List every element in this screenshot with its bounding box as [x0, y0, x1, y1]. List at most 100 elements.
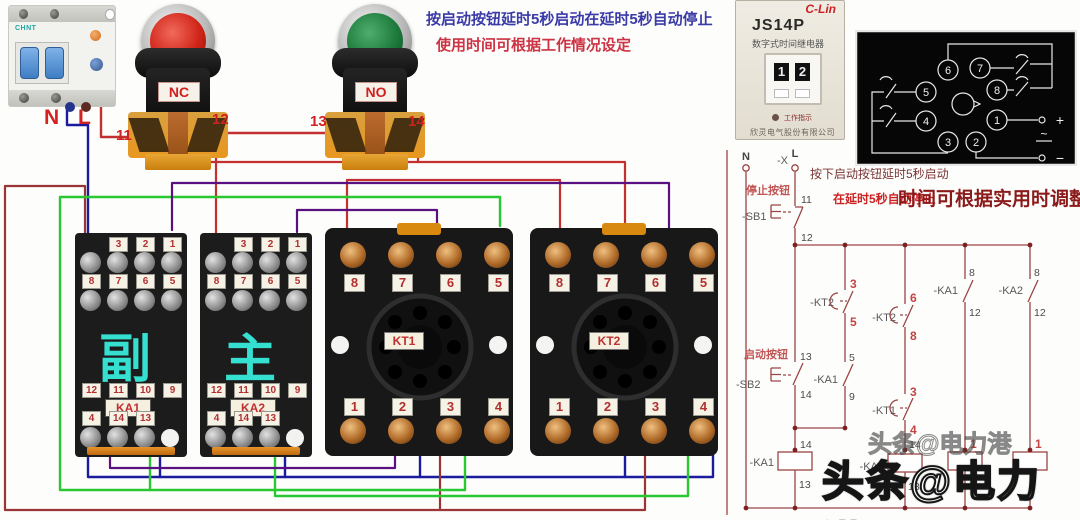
- screw-terminal: [259, 252, 280, 273]
- ka1b-terminal-8: 8: [969, 267, 975, 279]
- screw-terminal: [161, 252, 182, 273]
- ka1-contact-terminal-5: 5: [849, 352, 855, 364]
- screw-icon: [19, 9, 28, 19]
- ka1-coil-terminal-13: 13: [799, 479, 811, 491]
- ladder-schematic: N L -X 按下启动按钮延时5秒启动 停止按钮 在延时5秒自动停止 时间可根据…: [726, 148, 1080, 515]
- ka1-coil-label: -KA1: [750, 457, 774, 469]
- screw-terminal: [232, 290, 253, 311]
- kt1-coil-terminal-1: 1: [970, 437, 977, 451]
- sb2-label: -SB2: [736, 379, 760, 391]
- screw-terminal: [107, 427, 128, 448]
- kt1-terminal: 1: [344, 398, 365, 416]
- work-indicator-led: [772, 114, 779, 121]
- kt1-terminal: 4: [488, 398, 509, 416]
- ka2-terminal: 2: [261, 237, 280, 252]
- screw-terminal: [80, 252, 101, 273]
- sb1-label: -SB1: [742, 211, 766, 223]
- screw-terminal: [388, 418, 414, 444]
- label-l: L: [78, 106, 91, 129]
- watermark-echo: 头条@电力港: [867, 431, 1012, 459]
- screw-terminal: [286, 290, 307, 311]
- mount-hole: [536, 336, 554, 354]
- ka2-terminal: 13: [261, 411, 280, 426]
- screw-terminal: [134, 427, 155, 448]
- start-button-label: 启动按钮: [744, 347, 788, 361]
- screw-terminal: [436, 418, 462, 444]
- screw-terminal: [80, 427, 101, 448]
- screw-terminal: [436, 242, 462, 268]
- minus-mark: −: [1056, 150, 1064, 166]
- timer-digit-window: 1 2: [764, 53, 822, 105]
- breaker-window: [104, 8, 115, 20]
- ka1-terminal: 7: [109, 274, 128, 289]
- terminal-12: 12: [212, 111, 229, 128]
- pin-6: 6: [945, 65, 951, 77]
- pin-2: 2: [973, 137, 979, 149]
- screw-terminal: [259, 427, 280, 448]
- ka1-terminal: 14: [109, 411, 128, 426]
- sb1-terminal-11: 11: [801, 194, 812, 206]
- annotation-line1: 按启动按钮延时5秒启动在延时5秒自动停止: [426, 11, 713, 28]
- ka1-terminal: 12: [82, 383, 101, 398]
- timer-digit-2: 2: [795, 63, 810, 81]
- ka2-terminal: 4: [207, 411, 226, 426]
- stop-button-nc: NC: [128, 2, 228, 174]
- mount-hole: [694, 336, 712, 354]
- ka2b-terminal-12: 12: [1034, 307, 1046, 319]
- terminal-14: 14: [408, 113, 425, 130]
- kt1-contact-terminal-3: 3: [910, 385, 917, 399]
- ladder-n-label: N: [742, 151, 750, 163]
- socket-base-strip: [87, 447, 175, 455]
- ladder-note2: 在延时5秒自动停止: [833, 191, 936, 206]
- ka2-terminal: 1: [288, 237, 307, 252]
- ka2b-label: -KA2: [999, 285, 1023, 297]
- breaker-bottom-rail: [9, 90, 115, 106]
- kt2-terminal: 8: [549, 274, 570, 292]
- label-n: N: [44, 106, 60, 129]
- ka1-tag-character: 副: [98, 331, 151, 389]
- pin-4: 4: [923, 116, 929, 128]
- screw-terminal: [484, 418, 510, 444]
- screw-terminal: [388, 242, 414, 268]
- kt1-terminal: 7: [392, 274, 413, 292]
- breaker-indicator: [90, 58, 103, 71]
- kt2-terminal: 6: [645, 274, 666, 292]
- kt2-contact-label: -KT2: [810, 297, 834, 309]
- timer-set-key: [795, 89, 810, 98]
- work-indicator-label: 工作指示: [784, 115, 812, 122]
- sb2-terminal-13: 13: [800, 351, 812, 363]
- ladder-note3: 时间可根据实用时调整: [898, 187, 1080, 210]
- screw-terminal: [80, 290, 101, 311]
- ka2-terminal: 5: [288, 274, 307, 289]
- contact-slot: [365, 112, 385, 158]
- pin-1: 1: [994, 115, 1000, 127]
- ac-mark: ~: [1040, 127, 1047, 141]
- screw-terminal: [340, 242, 366, 268]
- wire-green-a: [148, 430, 467, 492]
- annotation-line2: 使用时间可根据工作情况设定: [436, 37, 632, 54]
- sb1-terminal-12: 12: [801, 232, 813, 244]
- kt1-contact-label: -KT1: [872, 405, 896, 417]
- screw-terminal: [484, 242, 510, 268]
- ladder-note1: 按下启动按钮延时5秒启动: [810, 166, 949, 181]
- breaker-neutral-terminal: [65, 102, 75, 112]
- ka2-terminal: 3: [234, 237, 253, 252]
- relay-socket-ka1: 3 2 1 8 7 6 5 副 KA1 12 11 10 9 4 14 13: [75, 233, 187, 457]
- ka1-terminal: 11: [109, 383, 128, 398]
- ka1-terminal: 1: [163, 237, 182, 252]
- kt1-terminal: 2: [392, 398, 413, 416]
- pin-7: 7: [977, 63, 983, 75]
- kt2-terminal: 7: [597, 274, 618, 292]
- screw-terminal: [259, 290, 280, 311]
- screw-terminal: [232, 252, 253, 273]
- ka2-terminal: 10: [261, 383, 280, 398]
- screw-icon: [49, 9, 59, 19]
- kt2b-terminal-6: 6: [910, 291, 917, 305]
- screw-terminal: [641, 242, 667, 268]
- timer-relay-module: C-Lin JS14P 数字式时间继电器 1 2 工作指示 欣灵电气股份有限公司: [735, 0, 845, 140]
- kt2-terminal: 3: [645, 398, 666, 416]
- no-label-chip: NO: [355, 82, 397, 102]
- screw-terminal: [205, 427, 226, 448]
- screw-terminal: [161, 290, 182, 311]
